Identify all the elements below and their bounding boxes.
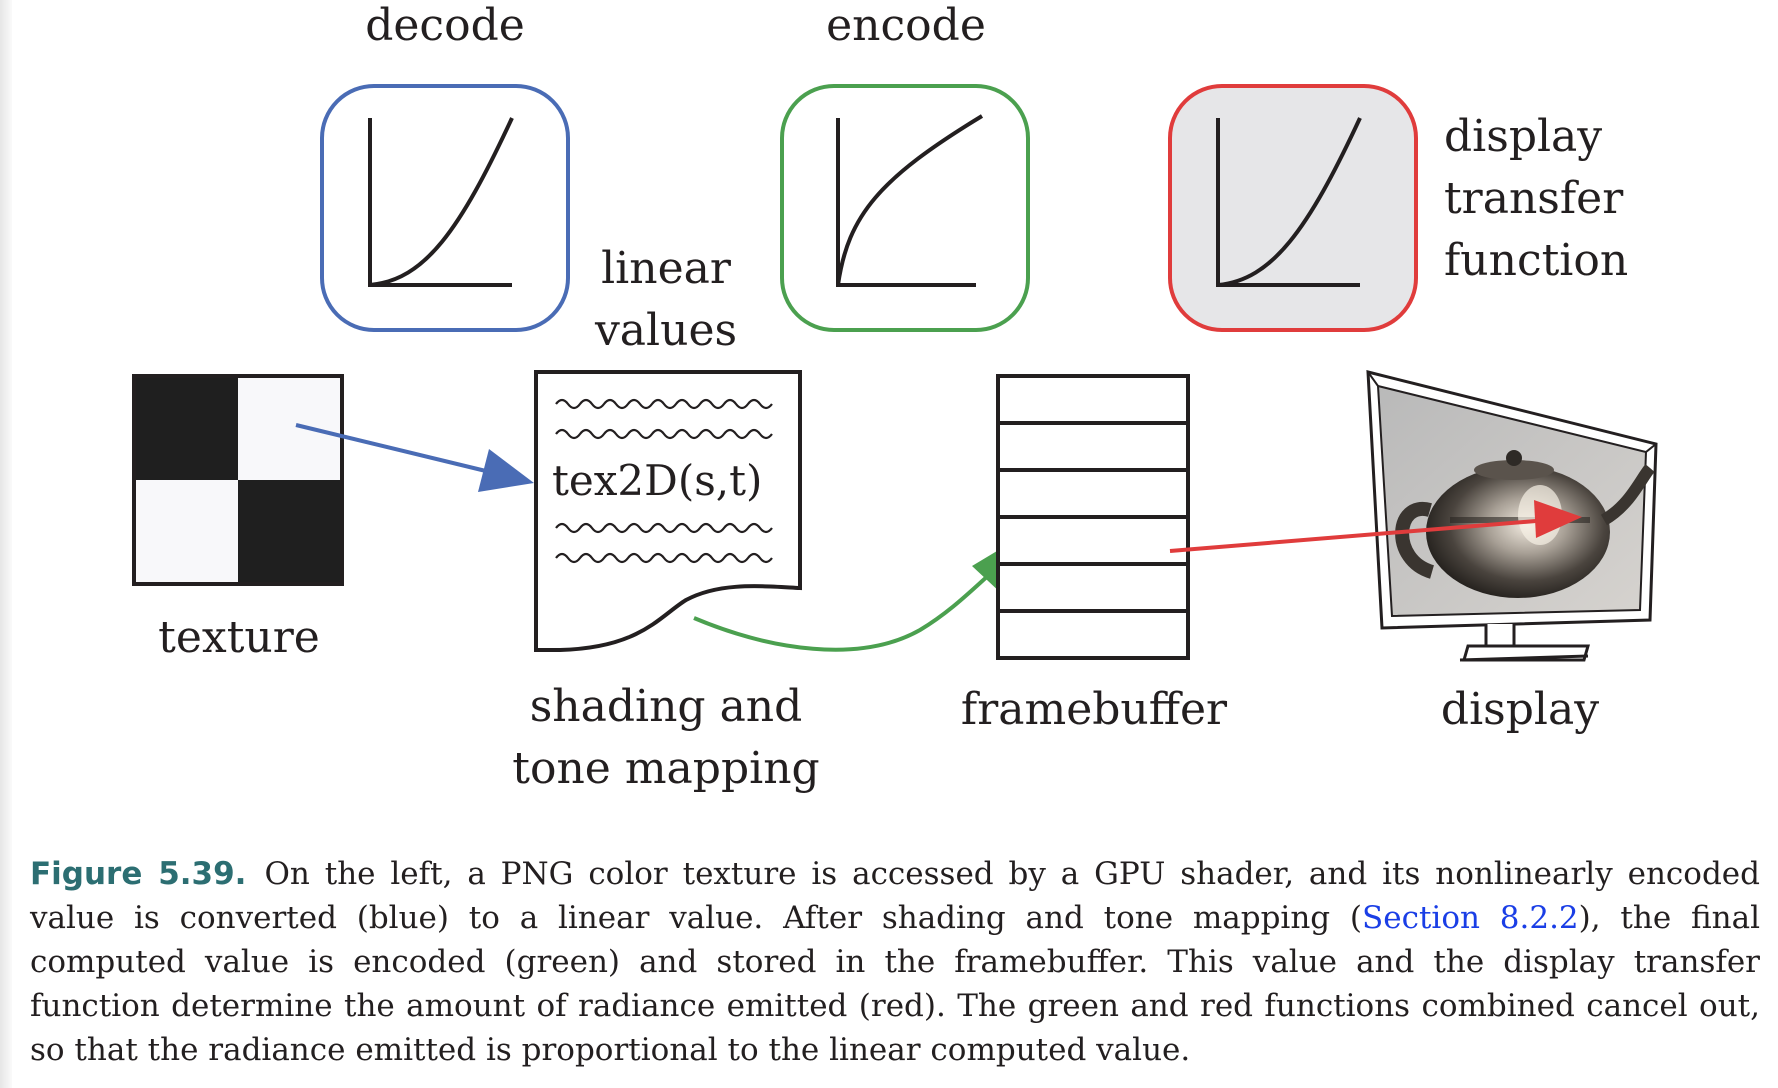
decode-label: decode bbox=[365, 0, 525, 51]
texture-label: texture bbox=[158, 612, 320, 663]
figure-caption: Figure 5.39.On the left, a PNG color tex… bbox=[30, 852, 1760, 1072]
teapot-icon bbox=[1395, 450, 1655, 598]
shading-and-tone-mapping-label: shading and tone mapping bbox=[512, 681, 820, 794]
linear-values-label: linear values bbox=[594, 243, 738, 356]
encode-curve-icon bbox=[836, 114, 984, 287]
framebuffer-label: framebuffer bbox=[960, 684, 1228, 735]
display-label: display bbox=[1440, 684, 1600, 735]
monitor-icon bbox=[1366, 370, 1658, 662]
checker-texture-icon bbox=[132, 374, 344, 586]
decode-box bbox=[320, 84, 570, 332]
display-arrow bbox=[1169, 500, 1582, 553]
pipeline-diagram bbox=[132, 84, 1658, 662]
shader-document-icon bbox=[534, 370, 802, 652]
decode-arrow bbox=[295, 423, 534, 492]
page-edge-shadow bbox=[0, 0, 12, 1088]
figure-number: Figure 5.39. bbox=[30, 856, 247, 892]
caption-text-1: On the left, a PNG color texture is acce… bbox=[30, 856, 1760, 936]
decode-curve-icon bbox=[368, 117, 514, 287]
code-squiggles bbox=[555, 398, 773, 564]
display-transfer-box bbox=[1168, 84, 1418, 332]
caption-text-2: ), the final computed value is encoded (… bbox=[30, 900, 1760, 1068]
display-transfer-curve-icon bbox=[1216, 117, 1362, 287]
encode-box bbox=[780, 84, 1030, 332]
framebuffer-icon bbox=[996, 374, 1190, 660]
monitor-stand bbox=[1459, 624, 1590, 662]
encode-label: encode bbox=[826, 0, 986, 51]
display-transfer-function-label: display transfer function bbox=[1444, 111, 1629, 286]
section-link[interactable]: Section 8.2.2 bbox=[1362, 900, 1579, 936]
shader-code-label: tex2D(s,t) bbox=[552, 456, 763, 505]
